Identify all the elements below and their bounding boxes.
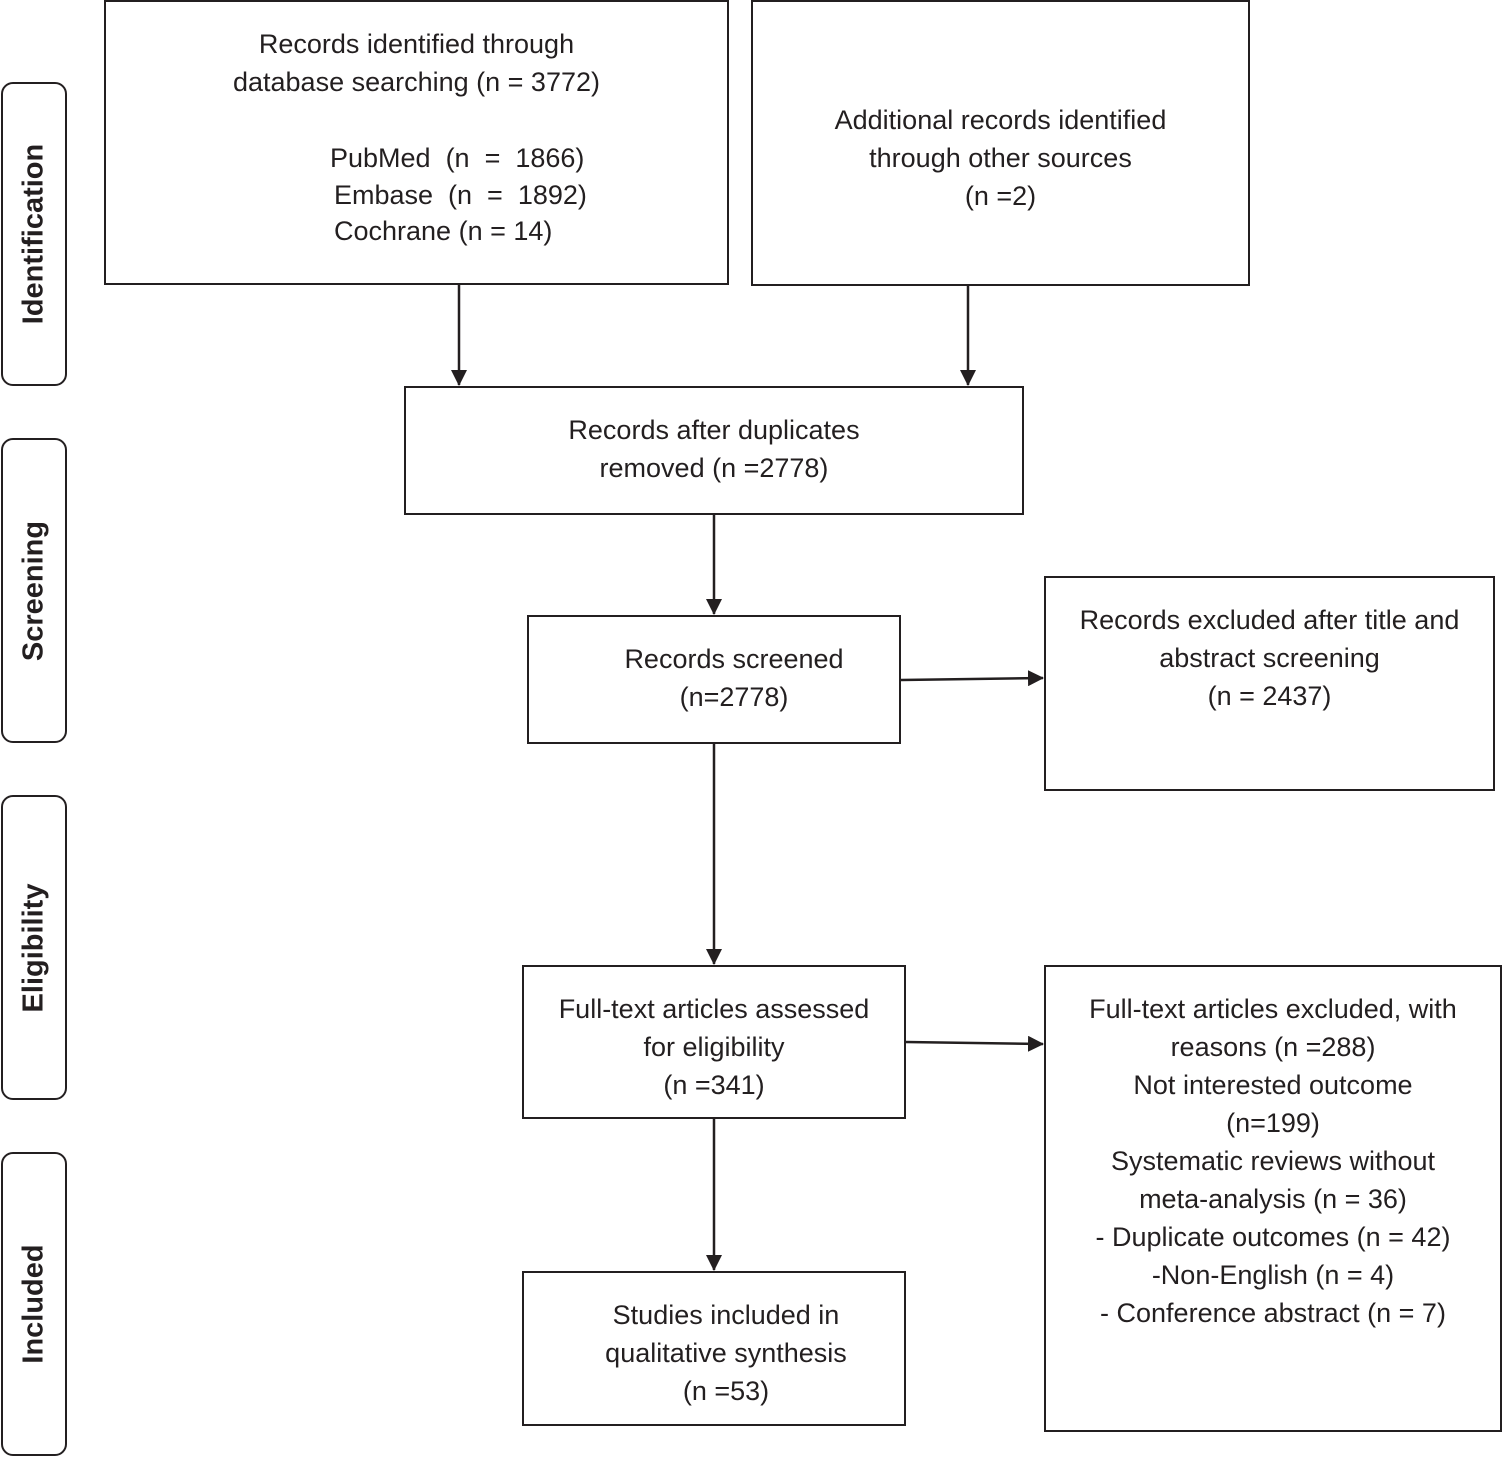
box-text-line: meta-analysis (n = 36): [1139, 1184, 1407, 1214]
box-text-line: database searching (n = 3772): [232, 67, 600, 97]
box-fulltext-excluded: Full-text articles excluded, with reason…: [1044, 965, 1502, 1432]
box-text-line: Additional records identified: [834, 105, 1167, 135]
box-text-line: - Duplicate outcomes (n = 42): [1095, 1222, 1451, 1252]
box-text-line: through other sources: [869, 143, 1132, 173]
box-text-line: (n = 2437): [1207, 681, 1332, 711]
box-text-line: (n=199): [1226, 1108, 1320, 1138]
box-text-line: Records screened: [624, 644, 844, 674]
box-text-line: (n =2): [964, 181, 1037, 211]
arrow-fulltext-to-excluded: [905, 1035, 1044, 1052]
box-text-line: (n =53): [682, 1376, 770, 1406]
box-fulltext-assessed: Full-text articles assessed for eligibil…: [522, 965, 906, 1119]
box-text-line: -Non-English (n = 4): [1151, 1260, 1395, 1290]
database-list: PubMed (n = 1866) Embase (n = 1892) Coch…: [330, 139, 587, 249]
box-database-search: Records identified through database sear…: [104, 0, 729, 285]
box-records-screened: Records screened (n=2778): [527, 615, 901, 744]
database-cochrane: Cochrane (n = 14): [334, 216, 553, 246]
box-records-excluded: Records excluded after title and abstrac…: [1044, 576, 1495, 791]
stage-screening: Screening: [1, 438, 67, 743]
stage-identification: Identification: [1, 82, 67, 386]
box-text-line: Not interested outcome: [1133, 1070, 1413, 1100]
box-text-line: Records after duplicates: [568, 415, 860, 445]
box-text-line: (n=2778): [679, 682, 789, 712]
box-text-line: Full-text articles assessed: [558, 994, 870, 1024]
box-text-line: (n =341): [663, 1070, 765, 1100]
box-duplicates-removed: Records after duplicates removed (n =277…: [404, 386, 1024, 515]
box-text-line: Studies included in: [612, 1300, 840, 1330]
box-text-line: Full-text articles excluded, with: [1089, 994, 1457, 1024]
box-text-line: reasons (n =288): [1170, 1032, 1376, 1062]
box-text-line: for eligibility: [643, 1032, 785, 1062]
box-text-line: - Conference abstract (n = 7): [1100, 1298, 1446, 1328]
database-pubmed: PubMed (n = 1866): [330, 143, 585, 173]
box-text-line: qualitative synthesis: [605, 1338, 847, 1368]
box-text-line: Systematic reviews without: [1110, 1146, 1436, 1176]
box-other-sources: Additional records identified through ot…: [751, 0, 1250, 286]
box-text-line: Records excluded after title and: [1079, 605, 1460, 635]
stage-included: Included: [1, 1152, 67, 1456]
box-studies-included: Studies included in qualitative synthesi…: [522, 1271, 906, 1426]
box-text-line: removed (n =2778): [599, 453, 829, 483]
stage-eligibility: Eligibility: [1, 795, 67, 1100]
box-text-line: abstract screening: [1159, 643, 1380, 673]
arrow-screened-to-excluded: [900, 670, 1044, 687]
database-embase: Embase (n = 1892): [334, 180, 587, 210]
box-text-line: Records identified through: [258, 29, 575, 59]
